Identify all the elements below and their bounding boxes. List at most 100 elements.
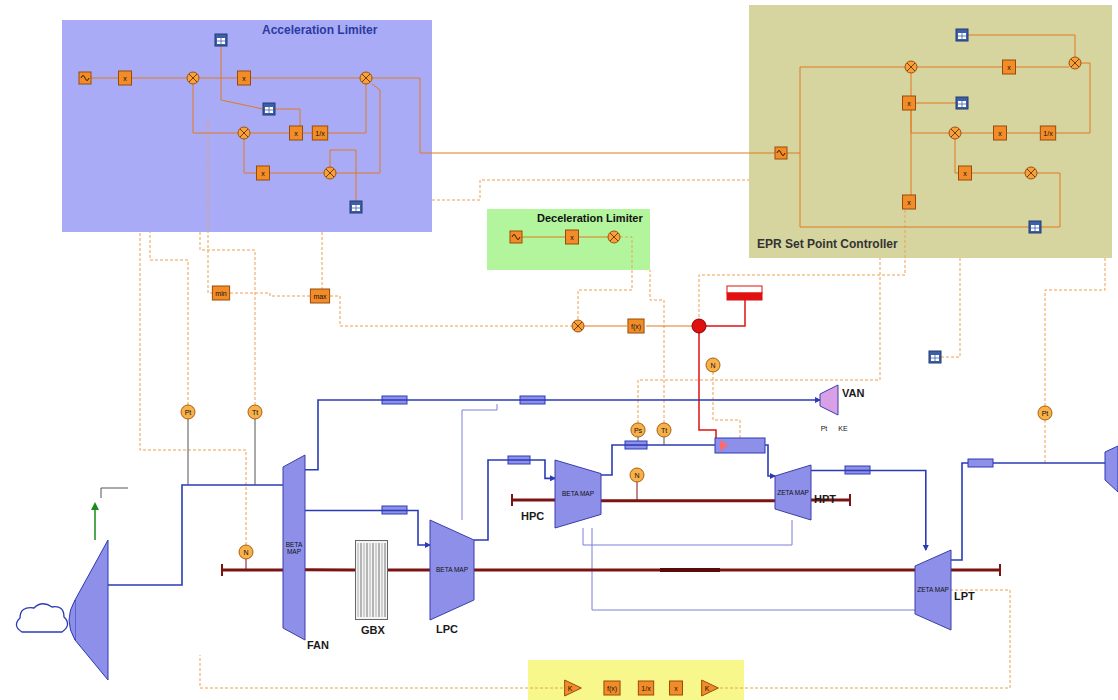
speed-probe: [246, 559, 247, 570]
block-symbol: max: [313, 293, 326, 300]
inlet-shape: [75, 540, 108, 680]
fuel-display: [727, 293, 762, 300]
block-symbol: min: [215, 290, 226, 297]
bleed-line: [462, 404, 497, 520]
signal-source: [79, 72, 91, 84]
sensor-name: Ps: [634, 427, 642, 434]
summing-junction: [608, 231, 620, 243]
gear-tooth: [360, 543, 361, 617]
control-line: [244, 139, 256, 173]
signal-line: [200, 232, 255, 405]
table-grid: [265, 107, 273, 113]
block-symbol: 1/x: [641, 685, 650, 692]
table-icon: [931, 355, 939, 361]
sensor-symbol: [1038, 406, 1052, 420]
control-line: [132, 78, 187, 79]
gear-tooth: [381, 543, 382, 617]
block-symbol: x: [294, 130, 298, 137]
math-block: [312, 126, 327, 140]
table-block: [1029, 221, 1041, 233]
sensor-name: Tt: [661, 427, 667, 434]
summing-junction: [692, 319, 706, 333]
controller-band: [528, 660, 744, 700]
math-block: [903, 96, 916, 110]
sine-symbol: [512, 235, 520, 240]
block-symbol: K: [705, 685, 710, 692]
table-block: [350, 201, 362, 213]
block-symbol: x: [907, 199, 911, 206]
pressure-probe: [188, 419, 189, 485]
control-line: [955, 139, 958, 173]
turb-shape: [775, 465, 811, 520]
math-block: [119, 71, 132, 85]
table-icon: [352, 205, 360, 211]
math-block: [566, 230, 579, 244]
control-line: [522, 237, 565, 238]
control-line: [787, 67, 905, 153]
fan-shape: [283, 455, 305, 640]
exhaust-flow: [951, 463, 1105, 560]
junction-cross: [1027, 169, 1035, 177]
control-line: [972, 173, 1025, 174]
map-label: BETA MAP: [555, 490, 601, 497]
component-outline: [820, 385, 838, 415]
math-block: [310, 289, 329, 303]
control-line: [199, 78, 237, 79]
signal-line: [230, 293, 310, 296]
flow-connector: [305, 400, 820, 470]
sensor-symbol: [657, 423, 671, 437]
combustor-shape: [715, 438, 765, 453]
math-block: [290, 126, 303, 140]
control-line: [303, 133, 312, 134]
gear-tooth: [384, 543, 385, 617]
turbine-component: ZETA MAPHPT: [775, 465, 811, 520]
control-line: [911, 110, 949, 133]
table-icon: [1031, 225, 1039, 231]
combustor-flame: [720, 440, 728, 451]
comp-shape: [555, 460, 601, 528]
summing-junction: [949, 127, 961, 139]
signal-line: [200, 655, 563, 688]
summing-junction: [572, 320, 584, 332]
control-line: [579, 237, 608, 238]
flow-connector: [811, 471, 926, 551]
math-block: [604, 681, 620, 695]
table-icon: [265, 107, 273, 113]
control-line: [1007, 133, 1040, 134]
math-block: [1040, 126, 1055, 140]
component-name: FAN: [307, 639, 329, 651]
signal-line: [330, 296, 572, 326]
temperature-probe: [664, 437, 665, 445]
math-block: [1003, 60, 1016, 74]
epr-controller-band: EPR Set Point Controller: [749, 5, 1112, 258]
sensor-name: N: [243, 549, 248, 556]
table-block: [263, 103, 275, 115]
inlet-indicator: [94, 508, 96, 540]
shaft-connector: [601, 499, 775, 502]
region-title: EPR Set Point Controller: [757, 238, 898, 251]
gear-tooth: [366, 543, 367, 617]
shaft-end: [221, 564, 223, 576]
math-block: [628, 319, 644, 333]
summing-junction: [1069, 57, 1081, 69]
table-grid: [1031, 225, 1039, 231]
fuel-line: [699, 333, 716, 438]
table-icon: [958, 101, 966, 107]
block-symbol: x: [674, 685, 678, 692]
control-line: [584, 326, 627, 327]
signal-line: [1045, 420, 1046, 463]
inlet-leader: [101, 488, 128, 498]
gain-block: [565, 680, 582, 696]
math-block: [959, 166, 972, 180]
component-name: LPT: [954, 590, 975, 602]
sensor-symbol: [706, 358, 720, 372]
comp-shape: [430, 520, 474, 620]
shaft-end: [511, 494, 513, 506]
acceleration-limiter-band: Acceleration Limiter: [62, 20, 432, 232]
shaft: [222, 569, 283, 572]
fan-component: BETA MAPFAN: [283, 455, 305, 640]
junction-cross: [326, 169, 334, 177]
table-block: [956, 97, 968, 109]
table-grid: [958, 101, 966, 107]
